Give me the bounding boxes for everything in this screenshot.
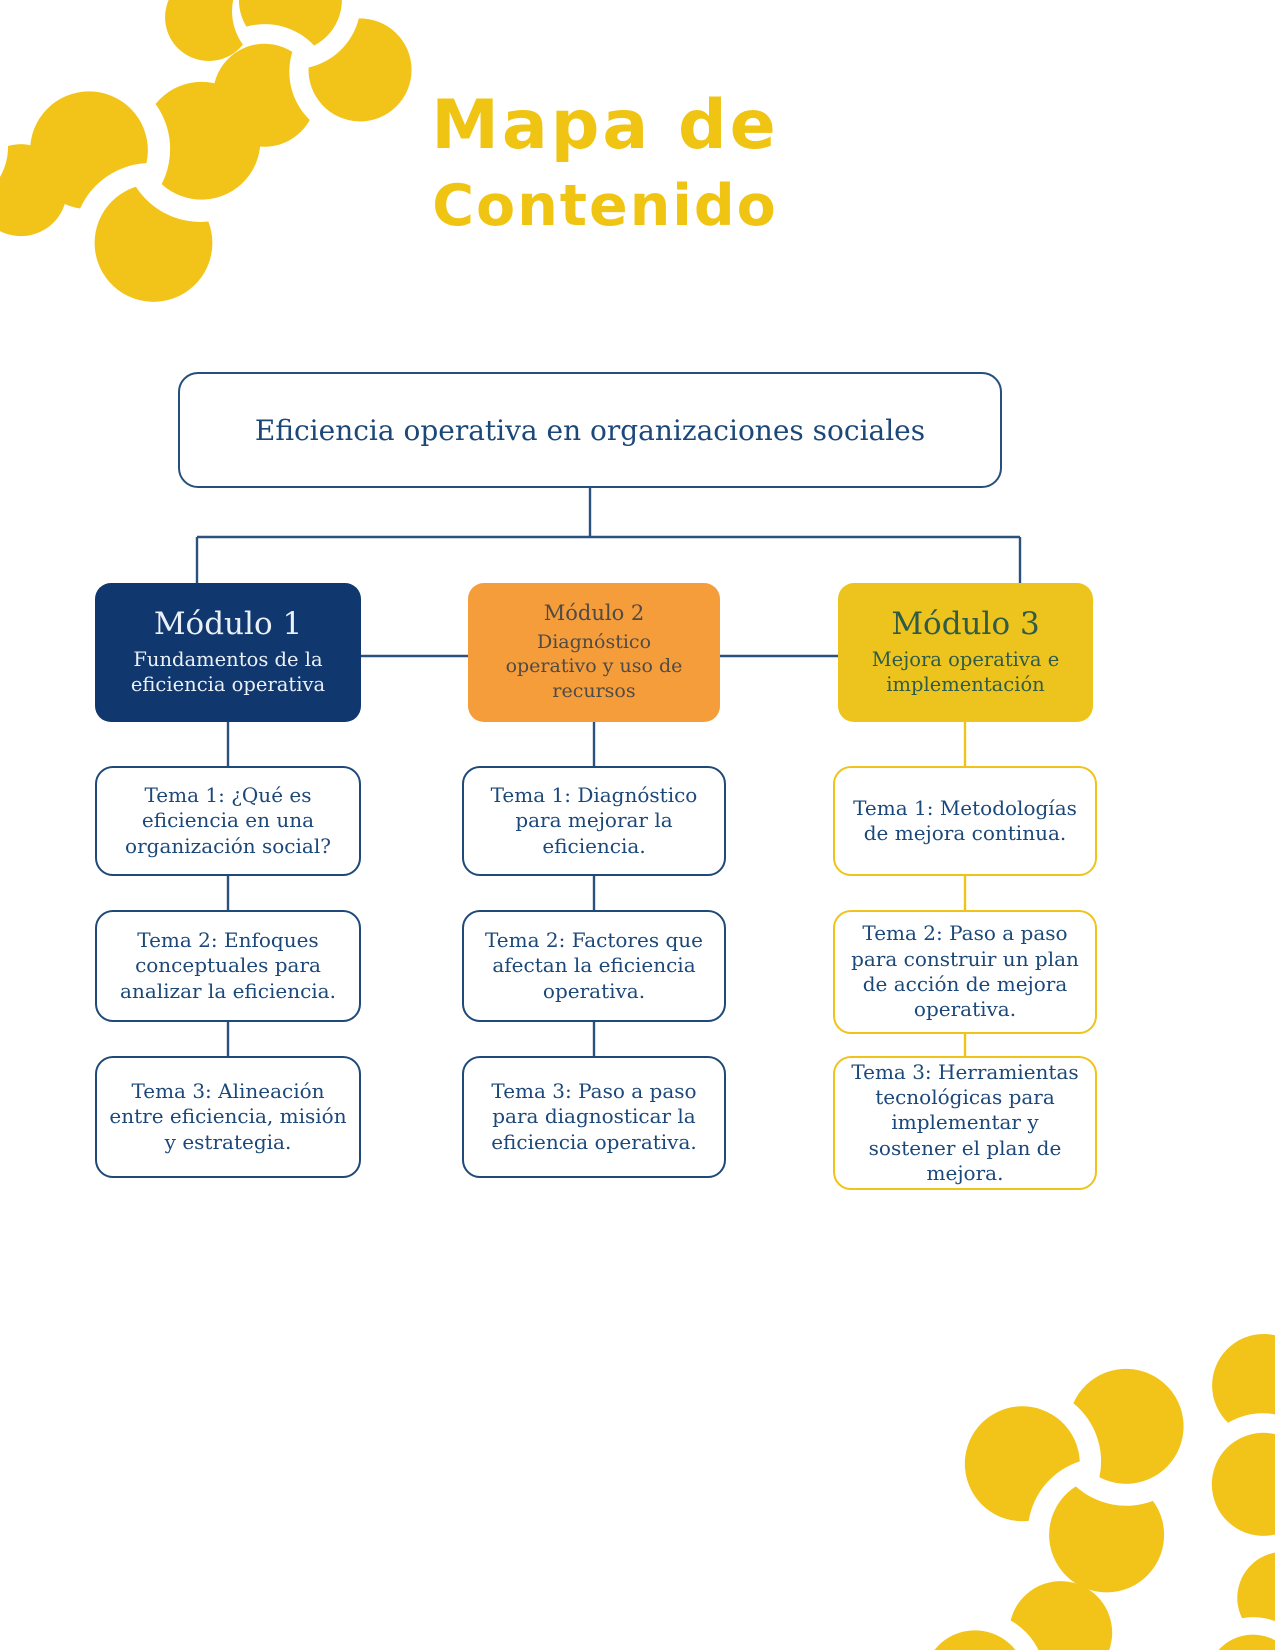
module-2-subtitle: Diagnóstico operativo y uso de recursos xyxy=(505,630,683,702)
module-1-topic-2: Tema 2: Enfoques conceptuales para anali… xyxy=(95,910,361,1022)
module-2-topic-1: Tema 1: Diagnóstico para mejorar la efic… xyxy=(462,766,726,876)
root-node: Eficiencia operativa en organizaciones s… xyxy=(178,372,1002,488)
module-3-topic-2: Tema 2: Paso a paso para construir un pl… xyxy=(833,910,1097,1034)
module-1-topic-1: Tema 1: ¿Qué es eficiencia en una organi… xyxy=(95,766,361,876)
module-1-title: Módulo 1 xyxy=(153,606,303,643)
module-2-topic-3: Tema 3: Paso a paso para diagnosticar la… xyxy=(462,1056,726,1178)
module-2-topic-2: Tema 2: Factores que afectan la eficienc… xyxy=(462,910,726,1022)
page-title: Mapa de Contenido xyxy=(0,92,1210,235)
module-2-title: Módulo 2 xyxy=(543,601,645,626)
module-3-node: Módulo 3 Mejora operativa e implementaci… xyxy=(838,583,1093,722)
swirl-decoration-bottom-right xyxy=(879,1281,1275,1650)
module-2-node: Módulo 2 Diagnóstico operativo y uso de … xyxy=(468,583,720,722)
page-title-line1: Mapa de xyxy=(431,86,779,165)
module-1-topic-3: Tema 3: Alineación entre eficiencia, mis… xyxy=(95,1056,361,1178)
module-1-subtitle: Fundamentos de la eficiencia operativa xyxy=(130,647,326,697)
page-title-line2: Contenido xyxy=(432,173,778,239)
module-3-topic-3: Tema 3: Herramientas tecnológicas para i… xyxy=(833,1056,1097,1190)
module-3-topic-1: Tema 1: Metodologías de mejora continua. xyxy=(833,766,1097,876)
module-3-subtitle: Mejora operativa e implementación xyxy=(871,647,1060,697)
module-3-title: Módulo 3 xyxy=(891,606,1040,643)
root-node-label: Eficiencia operativa en organizaciones s… xyxy=(254,413,926,447)
module-1-node: Módulo 1 Fundamentos de la eficiencia op… xyxy=(95,583,361,722)
